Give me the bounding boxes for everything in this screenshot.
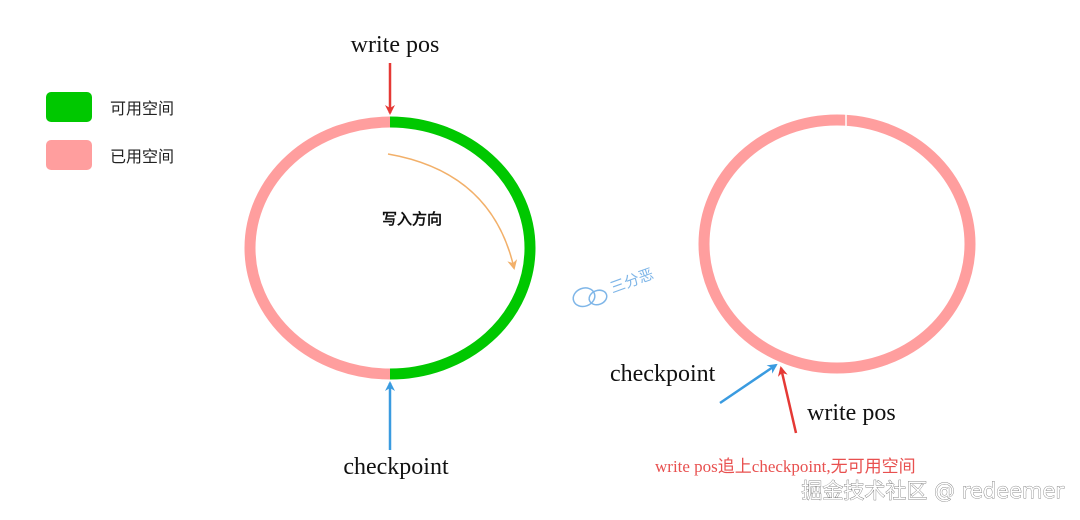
legend: 可用空间 已用空间: [46, 92, 174, 170]
right-ring-used-circle: [698, 114, 976, 374]
legend-label-free: 可用空间: [110, 99, 174, 118]
footer-watermark: 掘金技术社区 @ redeemer: [801, 479, 1064, 503]
right-write-pos-arrow: [777, 366, 798, 434]
right-checkpoint-arrow: [719, 363, 778, 405]
watermark-text: 三分恶: [608, 265, 656, 297]
write-direction-arrow: [387, 153, 518, 270]
left-write-pos-label: write pos: [351, 32, 440, 58]
chat-bubble-icon: [572, 287, 608, 308]
legend-label-used: 已用空间: [110, 147, 174, 166]
right-write-pos-label: write pos: [807, 400, 896, 426]
left-ring-free-arc: [389, 116, 536, 380]
watermark: 三分恶: [572, 265, 656, 308]
right-checkpoint-label: checkpoint: [610, 361, 716, 387]
right-ring: checkpoint write pos write pos追上checkpoi…: [610, 114, 976, 476]
legend-swatch-free: [46, 92, 92, 122]
write-direction-label: 写入方向: [382, 210, 442, 228]
legend-swatch-used: [46, 140, 92, 170]
left-ring: write pos 写入方向 checkpoint: [244, 32, 536, 480]
left-ring-used-arc: [244, 116, 391, 380]
right-caption: write pos追上checkpoint,无可用空间: [655, 457, 916, 476]
left-checkpoint-label: checkpoint: [343, 454, 449, 480]
